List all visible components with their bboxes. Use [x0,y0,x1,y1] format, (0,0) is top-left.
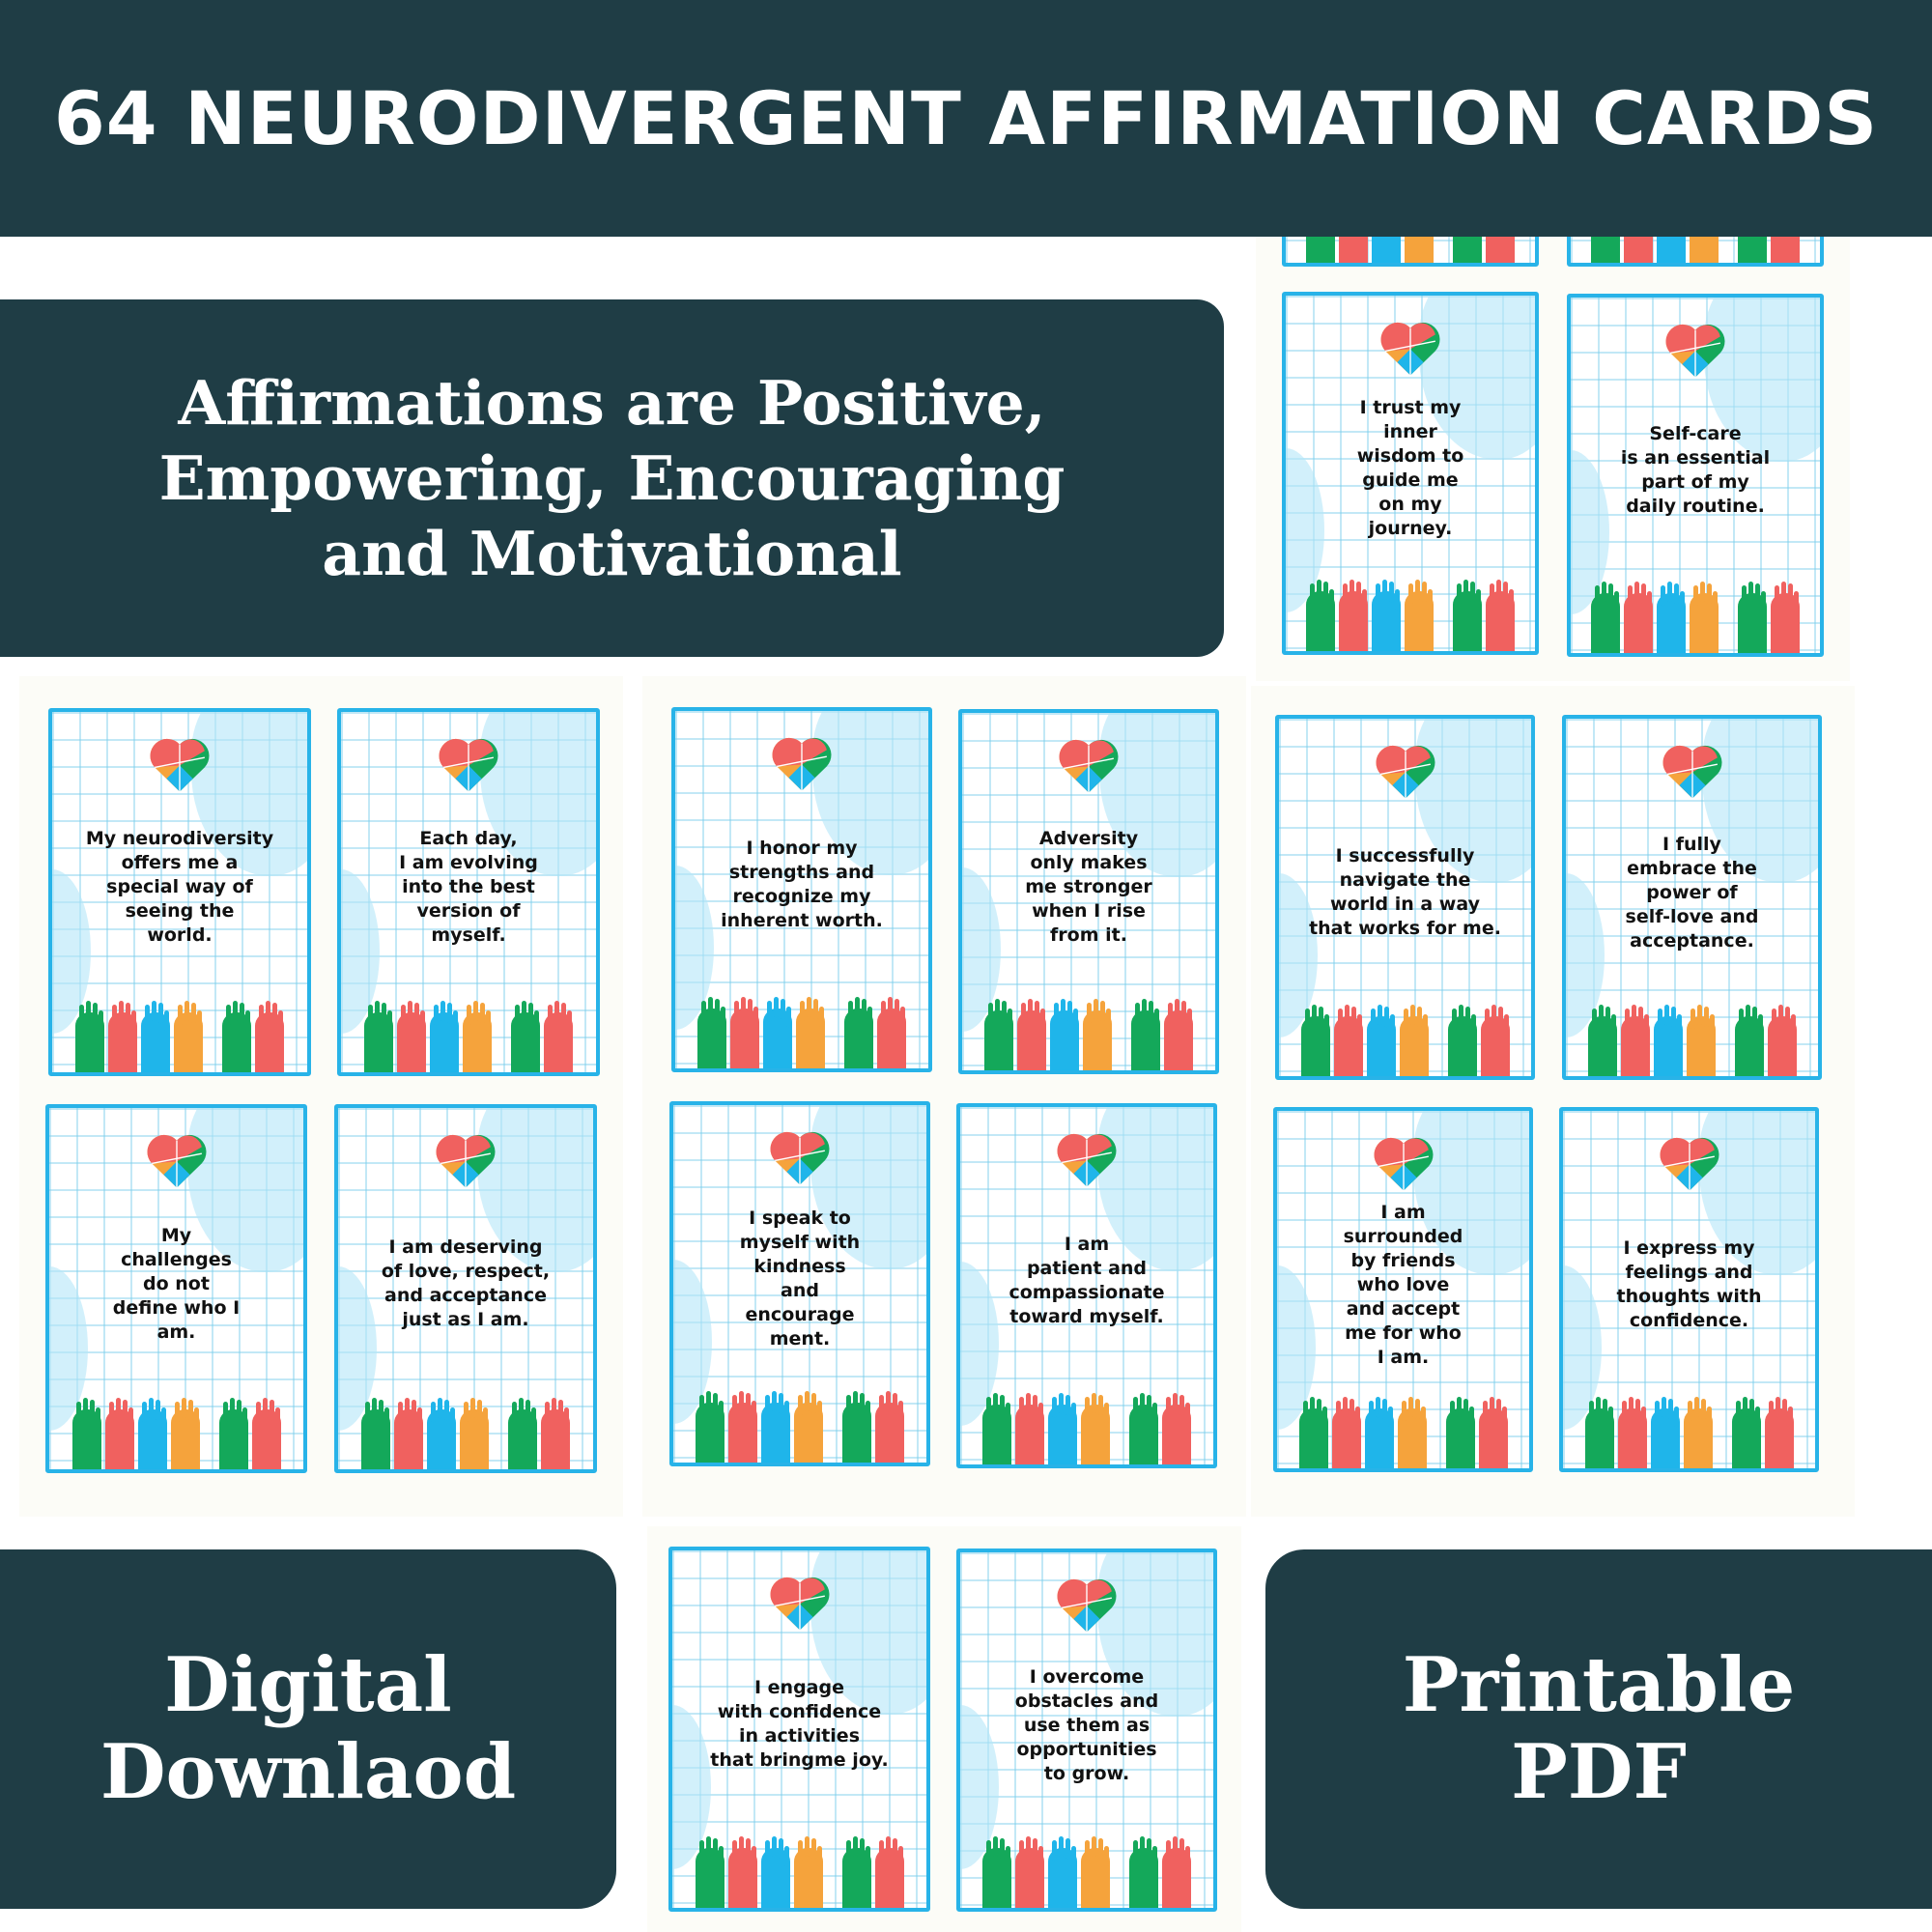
affirmation-card: I overcome obstacles and use them as opp… [956,1548,1217,1912]
affirmation-text: My neurodiversity offers me a special wa… [85,828,274,946]
affirmation-card: I am patient and compassionate toward my… [956,1103,1217,1468]
panel-line: Digital [164,1641,452,1729]
affirmation-card: Self-care is an essential part of my dai… [1567,294,1824,657]
raised-hands-illustration [1563,1401,1815,1468]
raised-hands-illustration [962,1003,1215,1070]
raised-hands-illustration [960,1397,1213,1464]
raised-hands-illustration [52,1005,307,1072]
affirmation-text: I trust my inner wisdom to guide me on m… [1356,397,1464,539]
affirmation-text: I express my feelings and thoughts with … [1616,1237,1762,1331]
page-title: 64 NEURODIVERGENT AFFIRMATION CARDS [53,75,1879,161]
puzzle-heart-icon [772,737,832,791]
raised-hands-illustration [1286,583,1535,651]
affirmation-text: I speak to myself with kindness and enco… [739,1208,861,1350]
affirmation-card: My neurodiversity offers me a special wa… [48,708,311,1076]
affirmation-card: I express my feelings and thoughts with … [1559,1107,1819,1472]
puzzle-heart-icon [1380,322,1440,376]
affirmation-card: Adversity only makes me stronger when I … [958,709,1219,1074]
panel-line: PDF [1511,1728,1687,1816]
raised-hands-illustration [675,1001,928,1068]
puzzle-heart-icon [1374,1137,1433,1191]
panel-line: Downlaod [99,1728,517,1816]
raised-hands-illustration [341,1005,596,1072]
affirmations-description-panel: Affirmations are Positive, Empowering, E… [0,299,1224,657]
puzzle-heart-icon [1662,745,1721,799]
affirmation-card: Each day, I am evolving into the best ve… [337,708,600,1076]
affirmation-text: I fully embrace the power of self-love a… [1625,833,1759,952]
affirmation-card: I honor my strengths and recognize my in… [671,707,932,1072]
affirmation-card: I am surrounded by friends who love and … [1273,1107,1533,1472]
affirmation-card: I fully embrace the power of self-love a… [1562,715,1822,1080]
page-header: 64 NEURODIVERGENT AFFIRMATION CARDS [0,0,1932,237]
raised-hands-illustration [49,1402,303,1469]
puzzle-heart-icon [147,1134,206,1188]
affirmation-text: My challenges do not define who I am. [112,1224,241,1343]
puzzle-heart-icon [150,738,210,792]
affirmation-text: I am deserving of love, respect, and acc… [381,1236,551,1330]
affirmation-text: I honor my strengths and recognize my in… [721,838,883,931]
puzzle-heart-icon [1376,745,1435,799]
raised-hands-illustration [1277,1401,1529,1468]
affirmation-card: I trust my inner wisdom to guide me on m… [1282,292,1539,655]
raised-hands-illustration [960,1840,1213,1908]
panel-line: Empowering, Encouraging [158,442,1065,514]
affirmation-text: I am patient and compassionate toward my… [1009,1234,1165,1327]
affirmation-text: I successfully navigate the world in a w… [1309,845,1501,939]
panel-line: and Motivational [322,518,902,589]
raised-hands-illustration [672,1840,926,1908]
puzzle-heart-icon [770,1131,830,1185]
puzzle-heart-icon [1057,1133,1117,1187]
affirmation-card: I successfully navigate the world in a w… [1275,715,1535,1080]
raised-hands-illustration [1571,585,1820,653]
affirmation-text: Each day, I am evolving into the best ve… [399,828,538,946]
raised-hands-illustration [1279,1009,1531,1076]
puzzle-heart-icon [1660,1137,1719,1191]
puzzle-heart-icon [1057,1578,1117,1633]
raised-hands-illustration [673,1395,926,1463]
digital-download-panel: Digital Downlaod [0,1549,616,1909]
panel-line: Printable [1402,1641,1796,1729]
puzzle-heart-icon [439,738,498,792]
puzzle-heart-icon [1059,739,1119,793]
affirmation-text: I am surrounded by friends who love and … [1343,1201,1463,1368]
puzzle-heart-icon [1665,324,1725,378]
raised-hands-illustration [1566,1009,1818,1076]
affirmation-text: I engage with confidence in activities t… [710,1677,889,1771]
affirmation-card: I engage with confidence in activities t… [668,1547,930,1912]
printable-pdf-panel: Printable PDF [1265,1549,1932,1909]
affirmation-card: My challenges do not define who I am. [45,1104,307,1473]
affirmation-card: I am deserving of love, respect, and acc… [334,1104,597,1473]
panel-line: Affirmations are Positive, [178,367,1046,439]
affirmation-text: I overcome obstacles and use them as opp… [1014,1665,1159,1784]
affirmation-text: Adversity only makes me stronger when I … [1025,827,1152,946]
affirmation-card: I speak to myself with kindness and enco… [669,1101,930,1466]
puzzle-heart-icon [436,1134,496,1188]
puzzle-heart-icon [770,1577,829,1631]
raised-hands-illustration [338,1402,593,1469]
affirmation-text: Self-care is an essential part of my dai… [1620,423,1771,517]
